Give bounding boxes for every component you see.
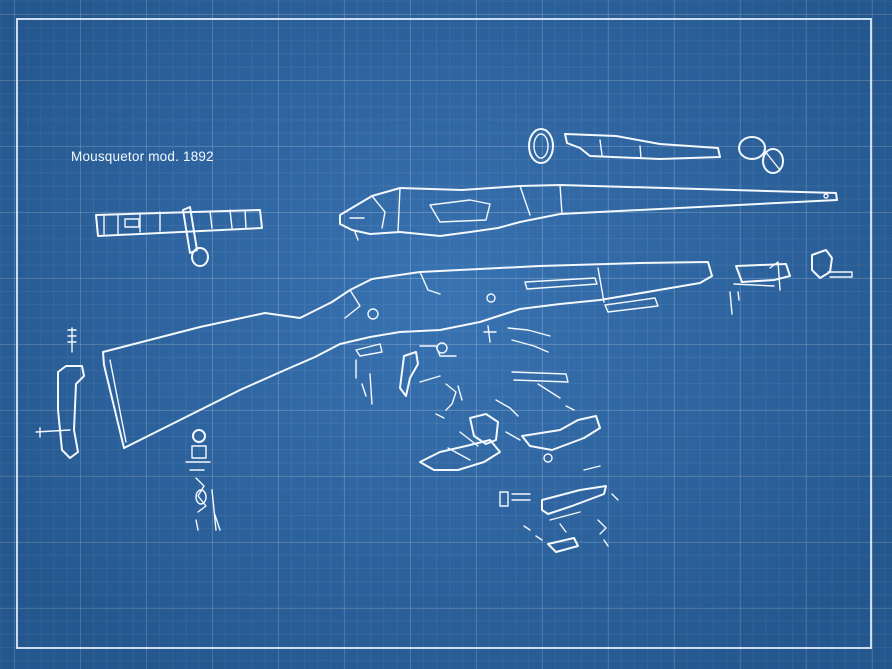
trigger-guard (419, 413, 601, 471)
diagram-title: Mousquetor mod. 1892 (71, 149, 214, 164)
stock (102, 261, 713, 449)
handguard (564, 133, 721, 160)
magazine-parts (499, 485, 607, 553)
bolt-assembly (95, 206, 263, 267)
front-sight (811, 249, 853, 279)
buttplate (35, 327, 85, 459)
rear-sight (729, 261, 791, 315)
springs-and-pins (355, 325, 619, 547)
upper-band (185, 429, 221, 531)
receiver-barrel (339, 184, 838, 241)
rear-band (738, 136, 784, 174)
front-band (528, 128, 554, 164)
blueprint-border (16, 18, 872, 649)
